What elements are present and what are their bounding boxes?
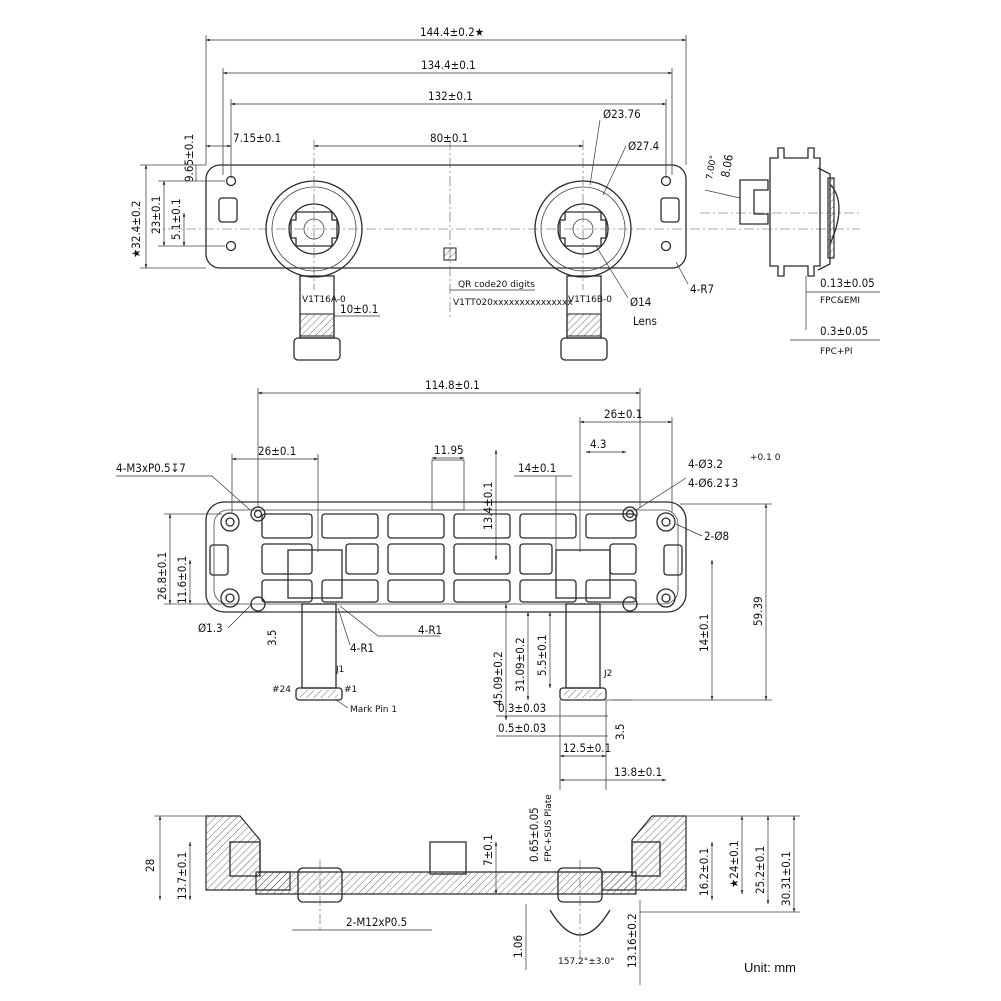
dim-hole-height: 9.65±0.1 xyxy=(182,134,196,182)
bv-pin1: #1 xyxy=(344,685,357,695)
bv-h55: 5.5±0.1 xyxy=(535,634,549,676)
lens-label: Lens xyxy=(633,314,657,328)
bv-j1: J1 xyxy=(335,665,344,675)
bv-mark: Mark Pin 1 xyxy=(350,705,397,715)
dim-corner-radius: 4-R7 xyxy=(690,282,714,296)
bv-h116: 11.6±0.1 xyxy=(175,556,189,604)
fpc-right-label: V1T16B-0 xyxy=(568,295,612,305)
left-fpc-cable: V1T16A-0 xyxy=(293,275,346,361)
bv-t05: 0.5±0.03 xyxy=(498,721,546,735)
sv-h162: 16.2±0.1 xyxy=(697,848,711,896)
slot xyxy=(660,197,680,223)
sv-h137: 13.7±0.1 xyxy=(175,852,189,900)
bv-h14: 14±0.1 xyxy=(697,614,711,652)
bv-h35b: 3.5 xyxy=(613,724,627,740)
sv-angle: 157.2°±3.0° xyxy=(558,957,615,967)
bv-d35: 3.5 xyxy=(265,630,279,646)
slot xyxy=(218,197,238,223)
rib-grid xyxy=(261,513,637,603)
sv-thread: 2-M12xP0.5 xyxy=(346,915,407,929)
fpc-left-label: V1T16A-0 xyxy=(302,295,346,305)
top-view: V1T16A-0 V1T16B-0 144.4±0.2★ 134.4±0.1 1… xyxy=(129,25,860,361)
sv-h28: 28 xyxy=(143,859,157,872)
pi-thickness: 0.3±0.05 xyxy=(820,324,868,338)
dim-fpc-width: 10±0.1 xyxy=(340,302,378,316)
sv-h1316: 13.16±0.2 xyxy=(625,913,639,968)
bv-r1a: 4-R1 xyxy=(350,641,374,655)
bv-h5939: 59.39 xyxy=(751,596,765,626)
bv-h268: 26.8±0.1 xyxy=(155,552,169,600)
sv-h252: 25.2±0.1 xyxy=(753,846,767,894)
dim-diam2: Ø27.4 xyxy=(628,139,659,153)
bv-pin-hole: 4-Ø3.2 xyxy=(688,457,723,471)
bv-r1b: 4-R1 xyxy=(418,623,442,637)
bv-h4509: 45.09±0.2 xyxy=(491,651,505,706)
bottom-right-fpc xyxy=(559,603,607,701)
camera-body-outline xyxy=(205,164,687,269)
bv-cbore: 4-Ø6.2↧3 xyxy=(688,476,738,490)
dim-offset: 5.1±0.1 xyxy=(169,198,183,240)
bv-j2: J2 xyxy=(603,669,612,679)
pi-label: FPC+PI xyxy=(820,347,853,357)
emi-label: FPC&EMI xyxy=(820,296,860,306)
mount-hole xyxy=(660,240,672,252)
right-fpc-cable: V1T16B-0 xyxy=(560,275,612,361)
dim-edge-to-hole: 7.15±0.1 xyxy=(233,131,281,145)
dim-height2: 23±0.1 xyxy=(149,196,163,234)
bv-left-hole: 26±0.1 xyxy=(258,444,296,458)
bv-connector-h: 13.4±0.1 xyxy=(481,482,495,530)
bv-w125: 12.5±0.1 xyxy=(563,741,611,755)
bv-overall: 114.8±0.1 xyxy=(425,378,480,392)
bv-step: 4.3 xyxy=(590,437,606,451)
bv-hole8: 2-Ø8 xyxy=(704,529,729,543)
bottom-view: 114.8±0.1 26±0.1 26±0.1 4-M3xP0.5↧7 11.9… xyxy=(116,378,781,790)
bv-t03: 0.3±0.03 xyxy=(498,701,546,715)
serial-label: V1TT020xxxxxxxxxxxxxxx xyxy=(453,298,573,308)
qr-label: QR code20 digits xyxy=(458,280,535,290)
bottom-left-fpc xyxy=(295,603,343,701)
bv-d13: Ø1.3 xyxy=(198,621,223,635)
side-view: 7.00° 8.06 0.13±0.05 FPC&EMI 0.3±0.05 FP… xyxy=(700,147,880,357)
side-angle: 7.00° xyxy=(705,155,719,181)
dim-mount-width: 134.4±0.1 xyxy=(421,58,476,72)
sv-sus: 0.65±0.05 xyxy=(527,807,541,862)
sv-t106: 1.06 xyxy=(511,935,525,958)
bv-connector-w: 11.95 xyxy=(434,443,464,457)
sv-h7: 7±0.1 xyxy=(481,834,495,866)
bv-screw: 4-M3xP0.5↧7 xyxy=(116,461,186,475)
bv-h3109: 31.09±0.2 xyxy=(513,637,527,692)
dim-height: ★32.4±0.2 xyxy=(129,201,143,258)
section-view: 28 13.7±0.1 2-M12xP0.5 1.06 157.2°±3.0° … xyxy=(143,794,800,985)
dim-lens-diam: Ø14 xyxy=(630,295,651,309)
bv-w138: 13.8±0.1 xyxy=(614,765,662,779)
bv-right-hole: 26±0.1 xyxy=(604,407,642,421)
side-depth: 8.06 xyxy=(718,153,736,178)
dim-hole-span: 132±0.1 xyxy=(428,89,473,103)
bv-pad-w: 14±0.1 xyxy=(518,461,556,475)
bottom-body-outline xyxy=(205,501,687,613)
sv-sus-label: FPC+SUS Plate xyxy=(544,794,554,862)
bv-pin24: #24 xyxy=(272,685,291,695)
sv-h24: ★24±0.1 xyxy=(727,840,741,888)
dim-diam1: Ø23.76 xyxy=(603,107,641,121)
dim-baseline: 80±0.1 xyxy=(430,131,468,145)
bv-pin-tol: +0.1 0 xyxy=(750,453,781,463)
sv-h3031: 30.31±0.1 xyxy=(779,851,793,906)
unit-label: Unit: mm xyxy=(744,960,796,975)
dim-overall-width: 144.4±0.2★ xyxy=(420,25,484,39)
mount-hole xyxy=(225,240,237,252)
emi-thickness: 0.13±0.05 xyxy=(820,276,875,290)
